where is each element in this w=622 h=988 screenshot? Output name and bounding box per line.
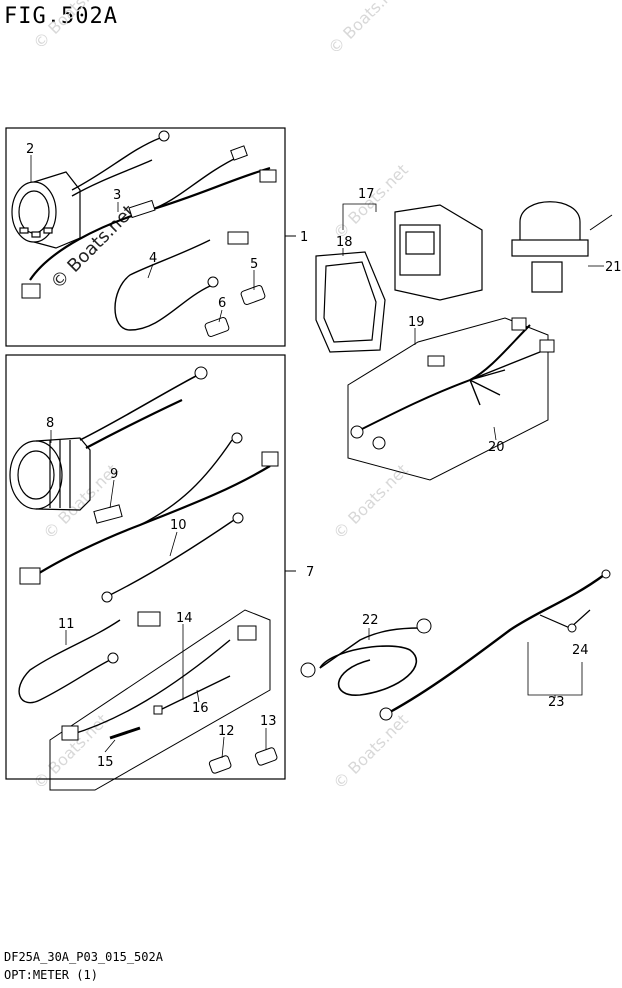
callout-12: 12: [218, 724, 235, 739]
kit-1-frame: [5, 127, 286, 347]
display-unit-17: [394, 204, 483, 301]
meter-gauge-2: [11, 171, 81, 249]
callout-10: 10: [170, 518, 187, 533]
callout-17: 17: [358, 187, 375, 202]
callout-22: 22: [362, 613, 379, 628]
callout-6: 6: [218, 296, 226, 311]
callout-2: 2: [26, 142, 34, 157]
callout-9: 9: [110, 467, 118, 482]
callout-15: 15: [97, 755, 114, 770]
callout-13: 13: [260, 714, 277, 729]
figure-caption: OPT:METER (1): [4, 968, 98, 982]
watermark: © Boats.net: [29, 0, 111, 53]
watermark: © Boats.net: [329, 460, 411, 542]
callout-19: 19: [408, 315, 425, 330]
callout-11: 11: [58, 617, 75, 632]
callout-23: 23: [548, 695, 565, 710]
watermark: © Boats.net: [29, 710, 111, 792]
callout-20: 20: [488, 440, 505, 455]
callout-3: 3: [113, 188, 121, 203]
callout-14: 14: [176, 611, 193, 626]
callout-1: 1: [300, 230, 308, 245]
callout-5: 5: [250, 257, 258, 272]
callout-21: 21: [605, 260, 622, 275]
callout-18: 18: [336, 235, 353, 250]
watermark: © Boats.net: [329, 710, 411, 792]
callout-16: 16: [192, 701, 209, 716]
callout-8: 8: [46, 416, 54, 431]
gps-antenna-21: [511, 201, 589, 293]
watermark: © Boats.net: [324, 0, 406, 58]
kit-7-frame: [5, 354, 286, 780]
display-bezel-18: [315, 251, 386, 353]
figure-title: FIG.502A: [4, 4, 118, 29]
drawing-code: DF25A_30A_P03_015_502A: [4, 950, 163, 964]
meter-gauge-8: [9, 437, 91, 511]
callout-24: 24: [572, 643, 589, 658]
callout-labels: 2 3 1 4 5 6 7 8 9 10 11 12 13 14 15 16 1…: [26, 142, 622, 770]
callout-7: 7: [306, 565, 314, 580]
callout-4: 4: [149, 251, 157, 266]
